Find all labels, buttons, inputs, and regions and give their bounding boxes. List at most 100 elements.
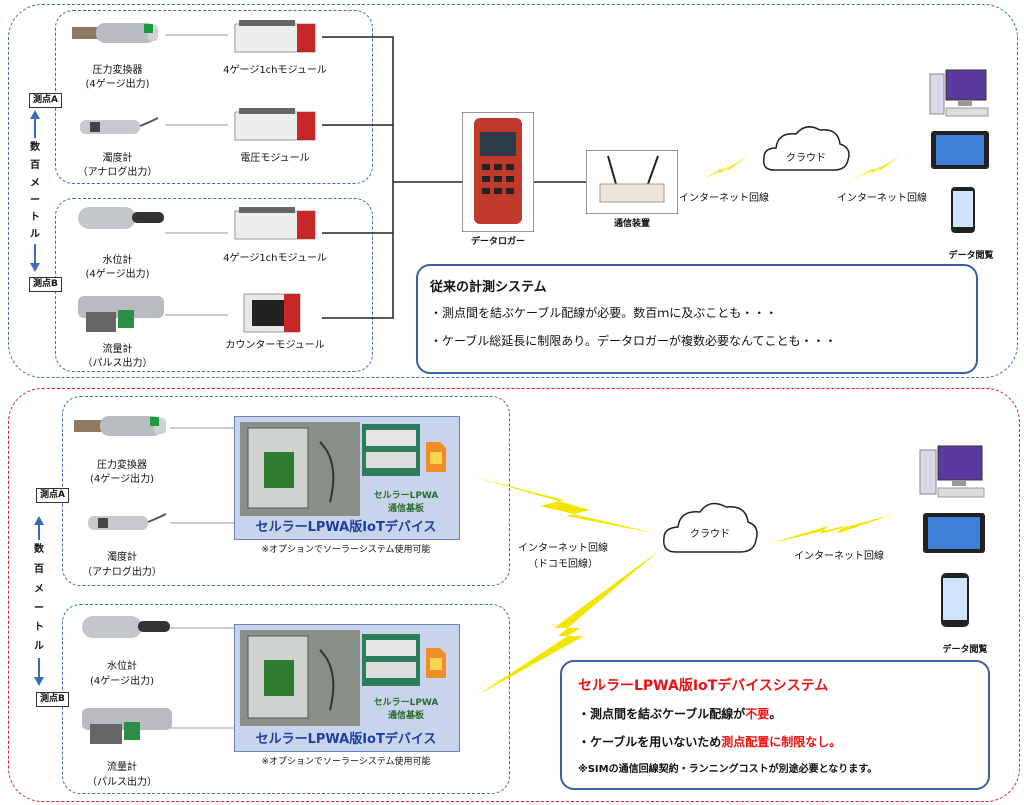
lpwa-box-line-2-text: ・ケーブルを用いないため bbox=[578, 735, 722, 749]
bottom-sensor-4-sub: （パルス出力） bbox=[87, 777, 157, 788]
top-sensor-2-name: 濁度計 bbox=[102, 153, 133, 164]
bottom-sensor-3-name: 水位計 bbox=[107, 661, 137, 672]
lpwa-box-line-1-text: ・測点間を結ぶケーブル配線が bbox=[578, 707, 746, 721]
top-distance-ch5: ト bbox=[30, 212, 40, 223]
lpwa-board-icon bbox=[362, 634, 420, 686]
top-distance-label bbox=[28, 138, 42, 244]
sim-card-icon bbox=[426, 442, 446, 472]
lightning-bolt-icon bbox=[476, 550, 660, 696]
cloud-icon bbox=[663, 502, 758, 553]
lightning-bolt-icon bbox=[470, 476, 658, 534]
device-b-option-note: ※オプションでソーラーシステム使用可能 bbox=[261, 757, 431, 767]
bottom-distance-ch6: ル bbox=[34, 641, 44, 652]
pressure-transducer-icon bbox=[74, 416, 166, 436]
bottom-distance-ch2: 百 bbox=[34, 564, 44, 575]
top-wiring bbox=[165, 34, 586, 319]
top-sensor-4-sub: （パルス出力） bbox=[82, 358, 153, 369]
lpwa-box-line-1-emphasis: 不要 bbox=[745, 707, 770, 721]
sim-card-icon bbox=[426, 648, 446, 678]
top-module-4-label: カウンターモジュール bbox=[225, 340, 325, 351]
enclosure-photo-icon bbox=[240, 422, 360, 516]
top-point-a-label: 測点A bbox=[29, 93, 62, 108]
conventional-description-box bbox=[416, 264, 978, 374]
bottom-distance-label bbox=[32, 540, 46, 658]
top-sensor-1-sub: (4ゲージ出力) bbox=[85, 79, 150, 90]
top-module-3-label: 4ゲージ1chモジュール bbox=[223, 253, 327, 264]
water-level-gauge-icon bbox=[82, 616, 170, 638]
bottom-internet-right-label: インターネット回線 bbox=[794, 551, 884, 562]
top-sensor-1-name: 圧力変換器 bbox=[92, 65, 143, 76]
device-a-board-label-1: セルラーLPWA bbox=[373, 491, 439, 501]
top-data-view-label: データ閲覧 bbox=[948, 251, 994, 261]
bottom-distance-ch3: メ bbox=[34, 584, 44, 595]
bottom-point-b-label: 測点B bbox=[36, 692, 69, 707]
counter-module-icon bbox=[243, 293, 301, 333]
bottom-distance-ch5: ト bbox=[34, 622, 44, 633]
conventional-box-title: 従来の計測システム bbox=[430, 280, 547, 295]
4-gauge-module-icon bbox=[234, 207, 316, 240]
bottom-sensor-1-sub: (4ゲージ出力) bbox=[90, 474, 154, 485]
pressure-transducer-icon bbox=[72, 23, 158, 43]
top-sensor-2-sub: （アナログ出力） bbox=[77, 167, 158, 178]
device-b-board-label-2: 通信基板 bbox=[387, 711, 424, 721]
top-distance-ch1: 数 bbox=[30, 142, 40, 153]
device-a-option-note: ※オプションでソーラーシステム使用可能 bbox=[261, 545, 431, 555]
top-point-b-label: 測点B bbox=[29, 277, 62, 292]
device-a-board-label-2: 通信基板 bbox=[387, 504, 424, 514]
lpwa-board-icon bbox=[362, 424, 420, 476]
top-module-2-label: 電圧モジュール bbox=[240, 153, 310, 164]
comm-device-label: 通信装置 bbox=[613, 219, 650, 229]
top-sensor-3-sub: (4ゲージ出力) bbox=[85, 269, 150, 280]
conventional-box-line-1: ・測点間を結ぶケーブル配線が必要。数百ｍに及ぶことも・・・ bbox=[430, 306, 778, 320]
flow-meter-icon bbox=[78, 296, 164, 332]
4-gauge-module-icon bbox=[234, 20, 316, 53]
bottom-point-a-label: 測点A bbox=[36, 488, 69, 503]
data-logger-label: データロガー bbox=[470, 237, 525, 247]
bottom-wiring bbox=[170, 427, 234, 729]
device-a-title: セルラーLPWA版IoTデバイス bbox=[255, 520, 437, 535]
top-module-1-label: 4ゲージ1chモジュール bbox=[223, 65, 327, 76]
enclosure-photo-icon bbox=[240, 630, 360, 726]
lpwa-box-line-1: ・測点間を結ぶケーブル配線が不要。 bbox=[578, 705, 781, 722]
bottom-sensor-4-name: 流量計 bbox=[107, 762, 137, 773]
device-b-board-label-1: セルラーLPWA bbox=[373, 698, 439, 708]
bottom-sensor-1-name: 圧力変換器 bbox=[97, 460, 147, 471]
top-distance-ch3: メ bbox=[30, 178, 40, 189]
comm-device-icon bbox=[586, 150, 678, 214]
tablet-icon bbox=[931, 131, 989, 169]
lpwa-box-line-2: ・ケーブルを用いないため測点配置に制限なし。 bbox=[578, 733, 841, 750]
lightning-bolt-icon bbox=[768, 514, 894, 544]
top-sensor-3-name: 水位計 bbox=[102, 255, 133, 266]
desktop-computer-icon bbox=[929, 69, 989, 117]
lightning-bolt-icon bbox=[702, 156, 748, 180]
bottom-data-view-label: データ閲覧 bbox=[942, 645, 988, 655]
bottom-distance-ch1: 数 bbox=[34, 544, 44, 555]
water-level-gauge-icon bbox=[78, 207, 164, 229]
conventional-system-frame bbox=[8, 4, 1018, 378]
bottom-internet-left-label: インターネット回線 bbox=[518, 543, 608, 554]
cloud-icon bbox=[762, 126, 850, 171]
lpwa-box-note: ※SIMの通信回線契約・ランニングコストが別途必要となります。 bbox=[578, 764, 878, 775]
lpwa-description-box bbox=[560, 660, 990, 790]
lpwa-box-line-2-emphasis: 測点配置に制限なし。 bbox=[721, 735, 842, 749]
top-distance-ch2: 百 bbox=[30, 160, 40, 171]
bottom-sensor-3-sub: (4ゲージ出力) bbox=[90, 676, 154, 687]
bottom-sensor-2-name: 濁度計 bbox=[107, 552, 137, 563]
voltage-module-icon bbox=[234, 108, 316, 141]
bottom-distance-ch4: ー bbox=[34, 603, 44, 614]
data-logger-icon bbox=[462, 112, 534, 232]
bottom-sensor-2-sub: （アナログ出力） bbox=[82, 567, 162, 578]
turbidity-meter-icon bbox=[88, 513, 167, 530]
top-distance-ch4: ー bbox=[30, 195, 40, 206]
tablet-icon bbox=[923, 513, 985, 553]
top-distance-ch6: ル bbox=[30, 229, 40, 240]
turbidity-meter-icon bbox=[80, 117, 159, 134]
top-cloud-label: クラウド bbox=[786, 153, 826, 164]
lpwa-system-frame bbox=[8, 388, 1020, 802]
device-b-title: セルラーLPWA版IoTデバイス bbox=[255, 732, 437, 747]
top-internet-label-2: インターネット回線 bbox=[837, 193, 927, 204]
flow-meter-icon bbox=[82, 708, 172, 744]
top-sensor-4-name: 流量計 bbox=[102, 344, 133, 355]
lightning-bolt-icon bbox=[852, 156, 900, 180]
bottom-cloud-label: クラウド bbox=[690, 529, 730, 540]
